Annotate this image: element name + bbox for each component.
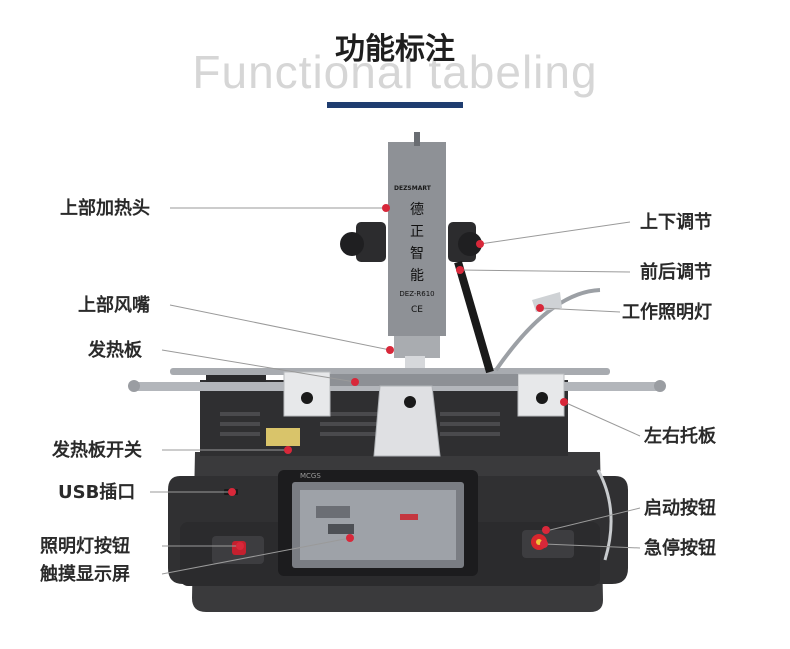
pcb-clamp	[373, 385, 441, 457]
name-char-3: 智	[410, 246, 424, 262]
marker-heating-plate	[351, 378, 359, 386]
label-top-nozzle: 上部风嘴	[78, 295, 150, 316]
marker-usb	[228, 488, 236, 496]
marker-light-button	[236, 542, 244, 550]
marker-tray	[560, 398, 568, 406]
label-top-heating-head: 上部加热头	[60, 198, 150, 219]
name-char-1: 德	[410, 202, 424, 218]
warning-label	[266, 428, 300, 446]
lamp-gooseneck	[494, 288, 601, 372]
label-heating-plate-switch: 发热板开关	[52, 440, 142, 461]
marker-front-back	[456, 266, 464, 274]
page-title: 功能标注	[335, 32, 455, 67]
label-front-back-adjust: 前后调节	[640, 262, 712, 283]
label-up-down-adjust: 上下调节	[640, 212, 712, 233]
label-touch-screen: 触摸显示屏	[40, 564, 130, 585]
marker-screen	[346, 534, 354, 542]
marker-estop	[540, 540, 548, 548]
cert-text: CE	[411, 305, 423, 315]
adjust-knob-right	[458, 232, 482, 256]
adjust-knob-left	[340, 232, 364, 256]
model-text: DEZ-R610	[399, 290, 434, 298]
label-usb-port: USB插口	[58, 482, 136, 503]
label-start-button: 启动按钮	[644, 498, 716, 519]
label-emergency-stop: 急停按钮	[644, 538, 716, 559]
marker-nozzle	[386, 346, 394, 354]
label-heating-plate: 发热板	[88, 340, 142, 361]
marker-plate-switch	[284, 446, 292, 454]
marker-up-down	[476, 240, 484, 248]
heating-head	[388, 142, 446, 336]
label-work-light: 工作照明灯	[622, 302, 712, 323]
pcb-holder	[330, 374, 518, 386]
name-char-4: 能	[410, 268, 424, 284]
marker-start	[542, 526, 550, 534]
label-left-right-tray: 左右托板	[644, 426, 716, 447]
top-nozzle-tip	[405, 356, 425, 368]
name-char-2: 正	[410, 224, 424, 240]
label-light-button: 照明灯按钮	[40, 536, 130, 557]
marker-lamp	[536, 304, 544, 312]
background-subtitle: Functional tabeling	[192, 46, 598, 98]
screen-brand: MCGS	[300, 472, 321, 480]
brand-text: DEZSMART	[394, 185, 432, 192]
marker-heating-head	[382, 204, 390, 212]
title-underline	[327, 102, 463, 108]
